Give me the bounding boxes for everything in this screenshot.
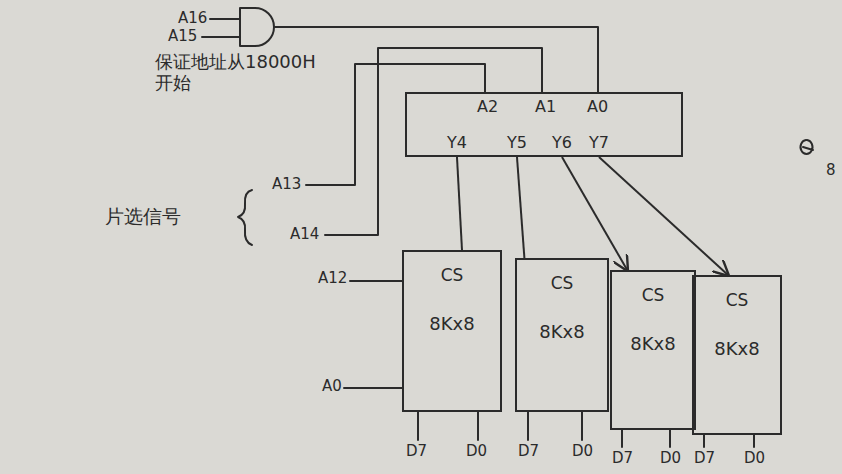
pin-name: A1 [535,98,556,116]
pin-name: Y7 [589,134,609,152]
chip-size: 8Kx8 [517,322,607,342]
signal-name: D7 [406,443,427,460]
pin-name: CS [694,291,780,310]
signal-name: A16 [178,10,207,27]
signal-name: D7 [694,450,715,467]
pin-line [418,412,754,447]
signal-name: D7 [518,443,539,460]
memory-chip: CS 8Kx8 [515,258,609,412]
signal-name: D7 [612,450,633,467]
pin-name: Y5 [507,134,527,152]
signal-name: D0 [660,450,681,467]
note: 片选信号 [105,206,181,228]
signal-name: 8 [826,162,836,179]
pin-name: CS [517,274,607,293]
memory-chip: CS 8Kx8 [692,275,782,435]
pin-name: CS [612,286,694,305]
select-line [457,157,462,250]
scribble [801,140,813,154]
wire [325,48,542,235]
chip-size: 8Kx8 [694,339,780,359]
signal-name: A14 [290,226,319,243]
chip-size: 8Kx8 [404,314,500,334]
memory-chip: CS 8Kx8 [610,270,696,430]
select-line [517,157,524,258]
decoder-box: A2 A1 A0Y4 Y5 Y6 Y7 [405,92,683,157]
signal-name: A12 [318,270,347,287]
signal-name: A13 [272,176,301,193]
signal-name: D0 [572,443,593,460]
pin-name: CS [404,266,500,285]
wire [274,27,598,92]
pin-name: A0 [587,98,608,116]
brace [238,190,252,245]
wire [350,280,402,282]
pin-name: Y6 [552,134,572,152]
pin-name: A2 [477,98,498,116]
signal-name: A15 [168,28,197,45]
wire [344,387,402,389]
chip-size: 8Kx8 [612,334,694,354]
wire [210,18,240,20]
note: 保证地址从18000H开始 [155,52,325,93]
select-line [599,157,728,275]
pin-name: Y4 [447,134,467,152]
wire [202,36,240,38]
signal-name: A0 [322,378,342,395]
signal-name: D0 [744,450,765,467]
and-gate-symbol [240,8,274,46]
memory-chip: CS 8Kx8 [402,250,502,412]
signal-name: D0 [466,443,487,460]
